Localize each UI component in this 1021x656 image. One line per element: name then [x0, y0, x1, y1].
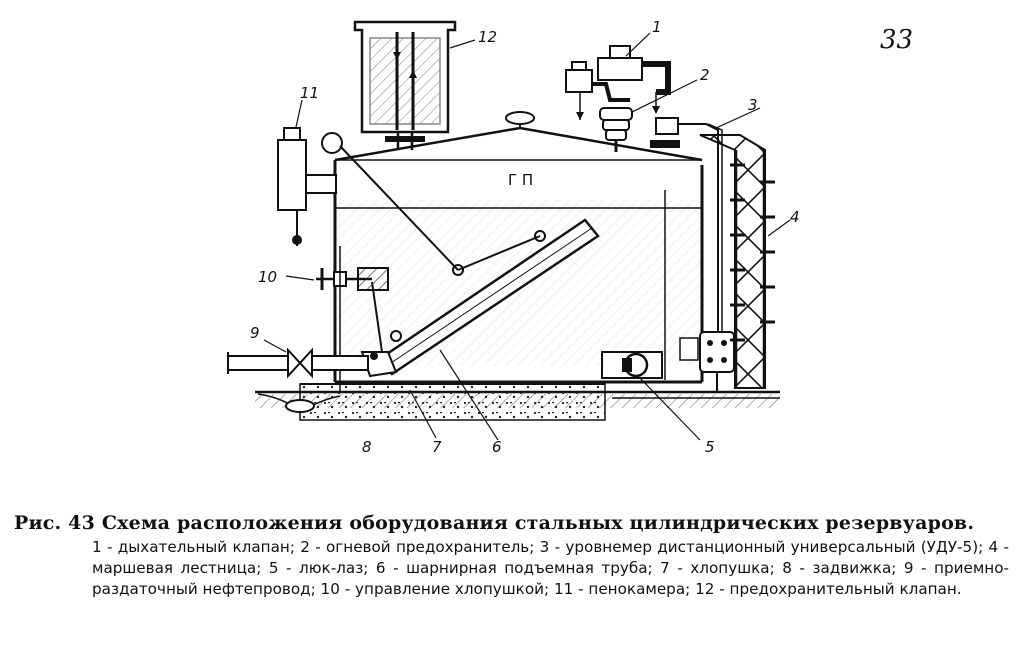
label-4: 4 [790, 208, 800, 226]
label-1: 1 [652, 18, 662, 36]
safety-valve [353, 20, 457, 150]
label-8: 8 [362, 438, 372, 456]
caption-title: Рис. 43 Схема расположения оборудования … [14, 512, 975, 534]
label-5: 5 [705, 438, 715, 456]
label-3: 3 [748, 96, 758, 114]
figure-caption: Рис. 43 Схема расположения оборудования … [14, 512, 1009, 600]
caption-legend: 1 - дыхательный клапан; 2 - огневой пред… [92, 538, 1009, 598]
label-12: 12 [478, 28, 497, 46]
spiral-staircase [699, 134, 775, 389]
manhole [601, 337, 699, 379]
label-11: 11 [300, 84, 319, 102]
gas-space-label: Г П [508, 171, 533, 189]
foundation [299, 383, 606, 421]
label-10: 10 [258, 268, 277, 286]
label-6: 6 [492, 438, 502, 456]
tank-equipment-diagram: 33 Г П 11 [227, 18, 913, 456]
label-7: 7 [432, 438, 442, 456]
gate-valve [285, 399, 315, 413]
foam-chamber [277, 127, 343, 246]
tank-shell [333, 111, 704, 384]
page-mark: 33 [880, 25, 913, 55]
label-2: 2 [700, 66, 710, 84]
inlet-pipeline [227, 347, 369, 379]
breathing-valve [565, 45, 671, 120]
fire-arrestor [599, 107, 633, 152]
label-9: 9 [250, 324, 260, 342]
